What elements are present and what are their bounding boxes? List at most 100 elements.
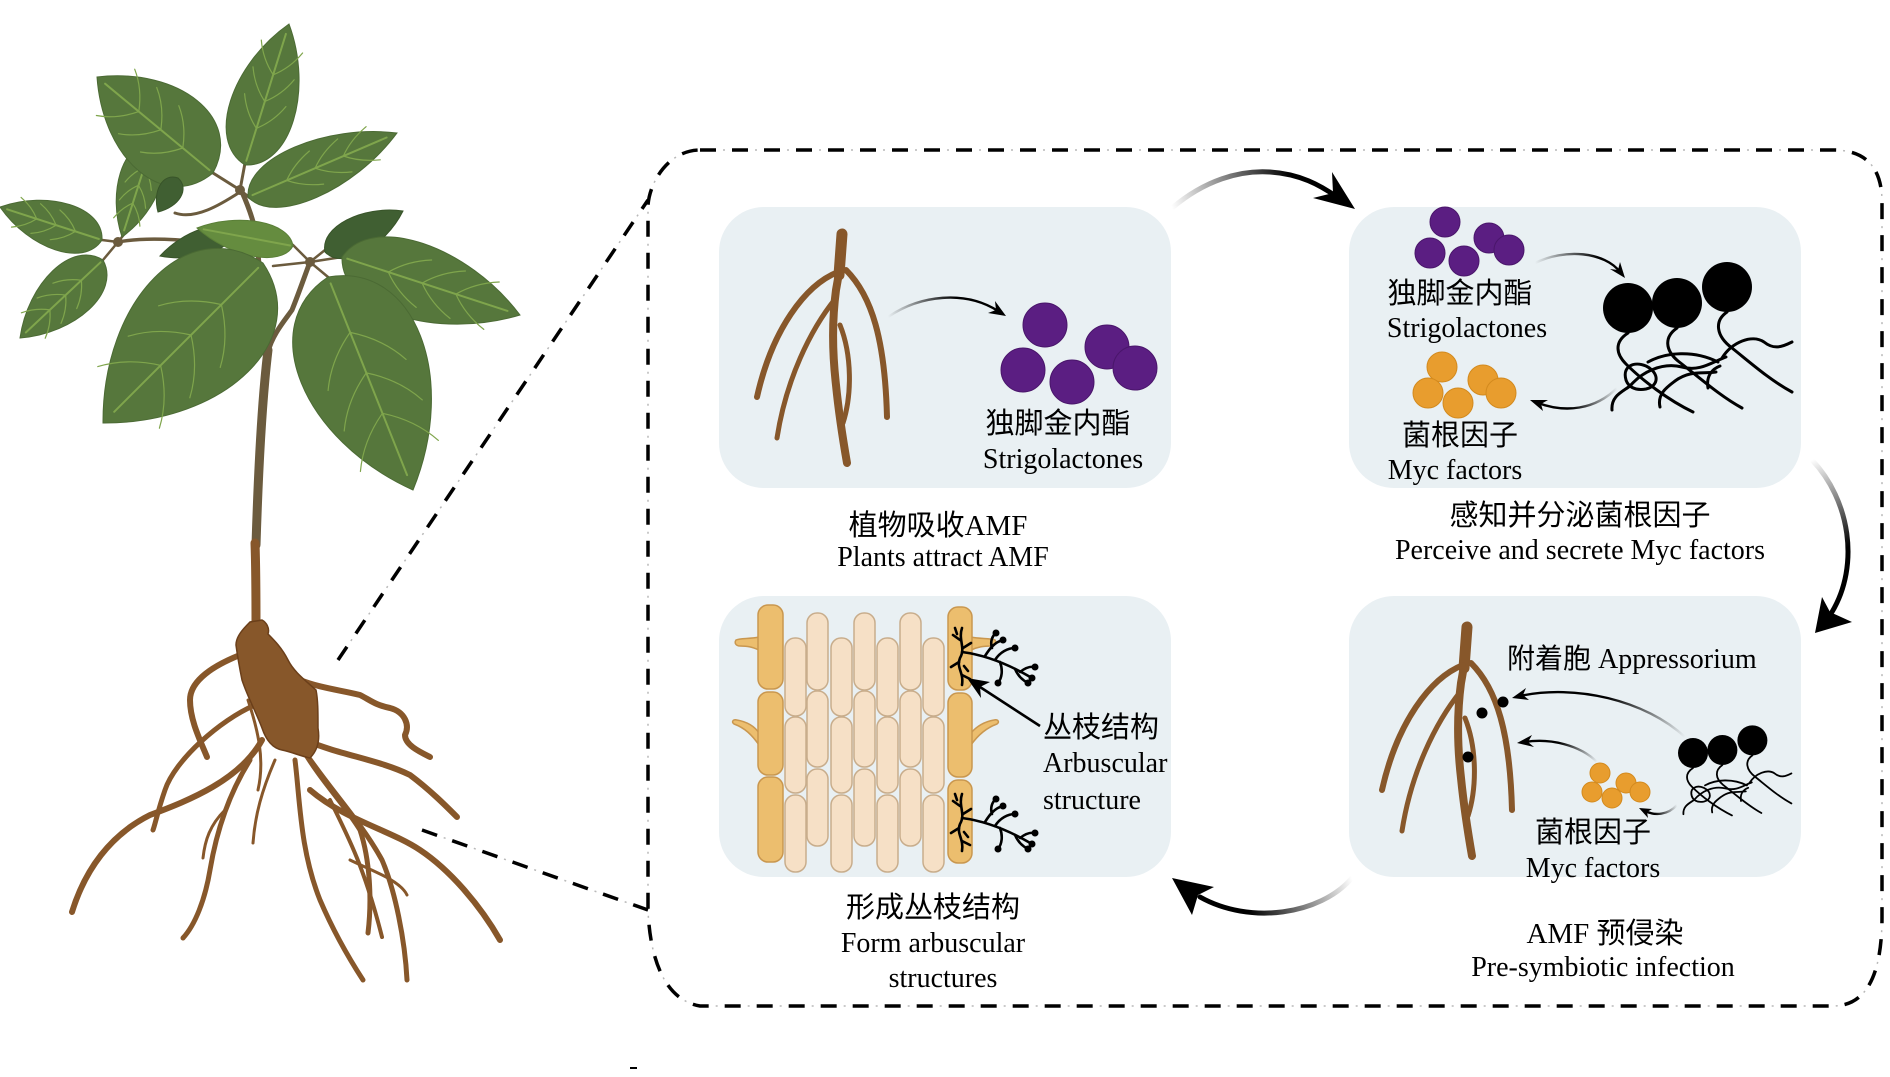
leaf-vein (36, 293, 67, 299)
leaf-vein (158, 300, 222, 307)
stray-mark (630, 1067, 637, 1069)
root-branch (150, 702, 258, 833)
leaf-vein (156, 86, 163, 131)
secretion-arrow (886, 296, 1000, 319)
root-branch (307, 787, 503, 943)
leaf-vein (20, 308, 51, 314)
plant-root (69, 538, 503, 983)
strigolactones-label-en: Strigolactones (1387, 313, 1547, 344)
leaf-vein (343, 372, 367, 432)
leaf-vein (49, 230, 77, 241)
leaf-midrib (346, 257, 509, 312)
panel-pre-symbiotic-infection: 附着胞 Appressorium 菌根因子 Myc factors AMF 预侵… (1349, 596, 1801, 983)
panel-caption-zh: 形成丛枝结构 (846, 891, 1020, 924)
leaf (225, 23, 304, 166)
leaf-blade (155, 176, 184, 213)
epidermal-cell (757, 691, 784, 776)
leaf-vein (134, 68, 141, 113)
myc-factor-molecule (1485, 377, 1517, 409)
leaf-vein (255, 106, 287, 129)
leaf-vein (52, 279, 82, 284)
epidermal-cell (757, 776, 784, 863)
root-branch (201, 808, 227, 860)
myc-factors-label-en: Myc factors (1388, 455, 1523, 486)
strigolactone-molecule (1448, 245, 1480, 277)
root-branch (302, 737, 460, 820)
leaf-vein (244, 93, 257, 129)
stem-node (235, 185, 245, 195)
leaf-vein (365, 372, 423, 401)
arrow-head (988, 301, 1006, 316)
arrow-head (1610, 262, 1625, 278)
cortex-cell (876, 794, 899, 873)
epidermal-cell (757, 604, 784, 690)
leaf-vein (97, 361, 162, 368)
root-branch (180, 757, 253, 941)
root-branch (328, 798, 384, 939)
arbuscular-structure-label-en-line2: structure (1043, 785, 1141, 816)
stem-node (305, 257, 315, 267)
cortex-cell (784, 637, 807, 717)
secretion-arrow (1536, 386, 1619, 410)
cortex-cell (784, 794, 807, 873)
leaf (196, 219, 294, 258)
leaf-midrib (24, 261, 102, 334)
appressorium-arrow (1518, 690, 1687, 739)
leaf-vein (387, 259, 433, 273)
leaf-vein (455, 293, 485, 330)
leaf (155, 176, 184, 213)
leaf-vein (113, 202, 134, 219)
leaf-vein (286, 179, 325, 186)
leaf-vein (272, 52, 304, 76)
panel-form-arbuscules: 丛枝结构 Arbuscular structure 形成丛枝结构 Form ar… (719, 596, 1171, 994)
leaf-midrib (245, 32, 287, 162)
cortex-cell (899, 690, 922, 768)
cortex-cell (806, 612, 829, 691)
flow-arrow-infection-to-arbuscule (1197, 875, 1355, 916)
leaf-vein (314, 138, 339, 169)
panel-caption-en-line1: Form arbuscular (841, 928, 1026, 959)
panel-caption-en: Perceive and secrete Myc factors (1395, 535, 1765, 566)
appressorium-dot (1476, 707, 1488, 719)
main-stem (251, 345, 273, 550)
leaf (247, 126, 398, 208)
leaf-midrib (104, 82, 211, 172)
panel-caption-zh: 植物吸收AMF (849, 509, 1028, 542)
leaf-vein (139, 147, 184, 154)
cortex-cell (922, 794, 945, 873)
plant-leaves (0, 23, 521, 491)
strigolactone-molecule (1493, 234, 1525, 266)
myc-factors-label-en: Myc factors (1526, 853, 1661, 884)
strigolactone-molecule (1414, 237, 1446, 269)
appressorium-label: 附着胞 Appressorium (1507, 643, 1757, 675)
hyphal-projection (731, 719, 760, 748)
epidermal-cell (947, 692, 973, 778)
cortex-cell (876, 716, 899, 794)
zoom-line-lower (421, 828, 649, 912)
panel-caption-zh: 感知并分泌菌根因子 (1449, 499, 1710, 532)
myc-factor-molecule (1629, 781, 1651, 803)
myc-factor-molecule (1426, 351, 1458, 383)
leaf-vein (59, 209, 77, 232)
cortex-cell (784, 716, 807, 794)
leaf-midrib (202, 228, 292, 247)
leaf-vein (387, 271, 417, 308)
leaf-vein (118, 184, 140, 201)
detail-frame-border (646, 148, 1884, 1008)
leaf (97, 247, 279, 429)
root-main-body (235, 619, 320, 759)
stem-branch (265, 259, 313, 355)
leaf-midrib (251, 136, 388, 197)
leaf-vein (132, 202, 141, 227)
cortex-cell (853, 690, 876, 768)
myc-factors-label-zh: 菌根因子 (1535, 816, 1651, 849)
leaf-midrib (6, 208, 100, 240)
leaf-vein (359, 412, 383, 473)
myc-factor-molecule (1581, 781, 1603, 803)
leaf-vein (178, 105, 185, 149)
zoom-line-lower-dots (421, 829, 649, 911)
leaf-vein (44, 309, 51, 339)
root-branch (297, 677, 433, 760)
cortex-cell (853, 612, 876, 691)
